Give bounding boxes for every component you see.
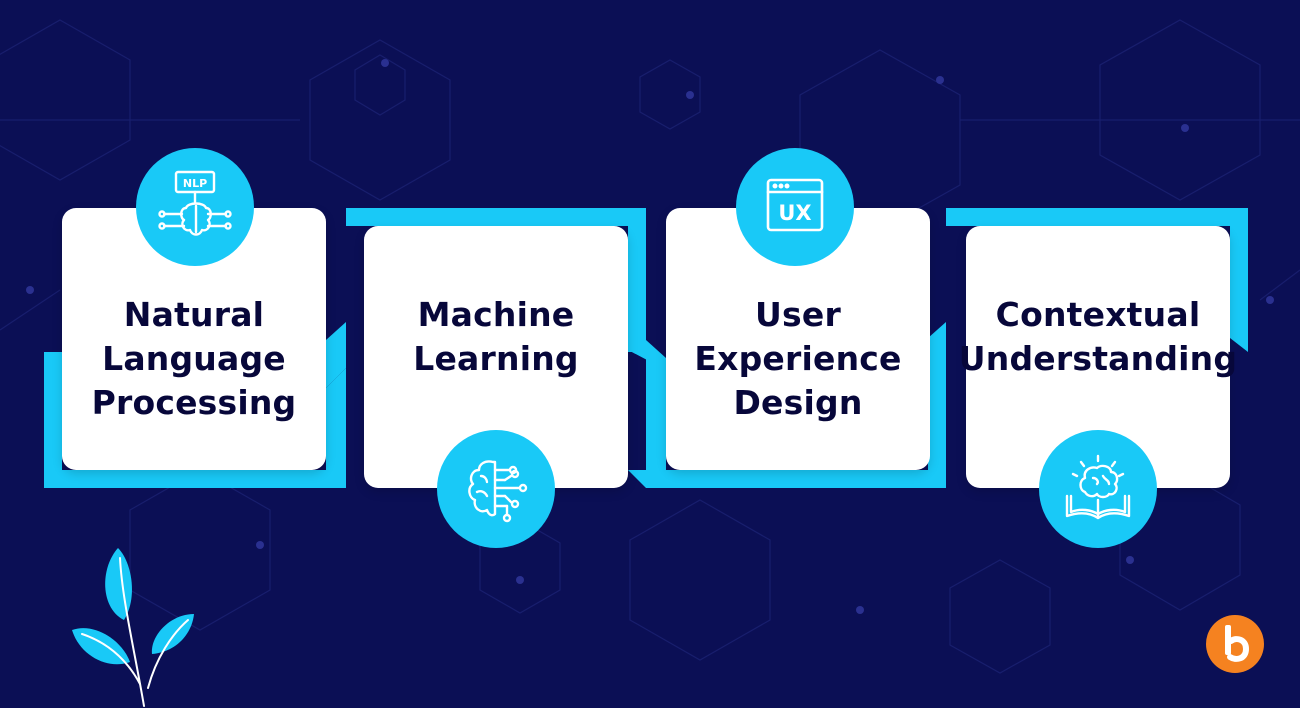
- card-machine-learning: Machine Learning: [364, 226, 628, 488]
- card-label: Natural Language Processing: [91, 295, 297, 422]
- card-label: Machine Learning: [413, 295, 579, 378]
- circuit-brain-icon: [437, 430, 555, 548]
- card-label: User Experience Design: [694, 295, 902, 422]
- svg-text:UX: UX: [778, 201, 811, 225]
- svg-text:NLP: NLP: [183, 177, 207, 190]
- brand-logo: [1206, 615, 1264, 673]
- book-brain-icon: [1039, 430, 1157, 548]
- nlp-brain-icon: NLP: [136, 148, 254, 266]
- leaf-plant-decoration: [72, 548, 194, 707]
- card-label: Contextual Understanding: [958, 295, 1238, 378]
- ux-window-icon: UX: [736, 148, 854, 266]
